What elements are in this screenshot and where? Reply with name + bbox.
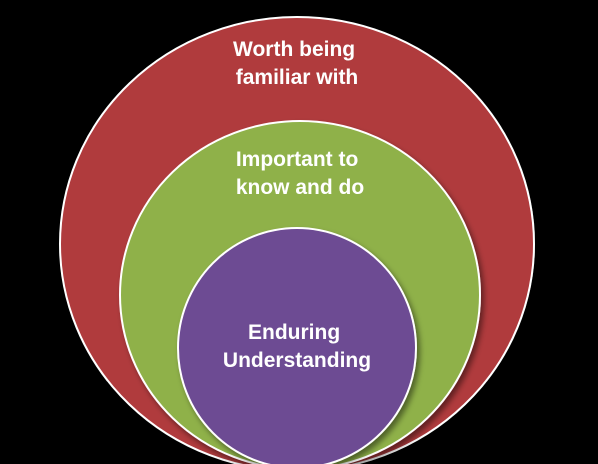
inner-circle-label-line-1: Enduring (248, 321, 340, 344)
inner-circle-label: Enduring Understanding (223, 321, 371, 372)
outer-ring-label-line-2: familiar with (236, 66, 359, 89)
middle-ring-label-line-1: Important to (236, 148, 358, 171)
inner-circle (177, 227, 417, 464)
middle-ring-label-line-2: know and do (236, 176, 364, 199)
inner-circle-label-line-2: Understanding (223, 349, 371, 372)
middle-ring-label: Important to know and do (236, 148, 364, 199)
outer-ring-label-line-1: Worth being (233, 38, 355, 61)
outer-ring-label: Worth being familiar with (233, 38, 361, 89)
